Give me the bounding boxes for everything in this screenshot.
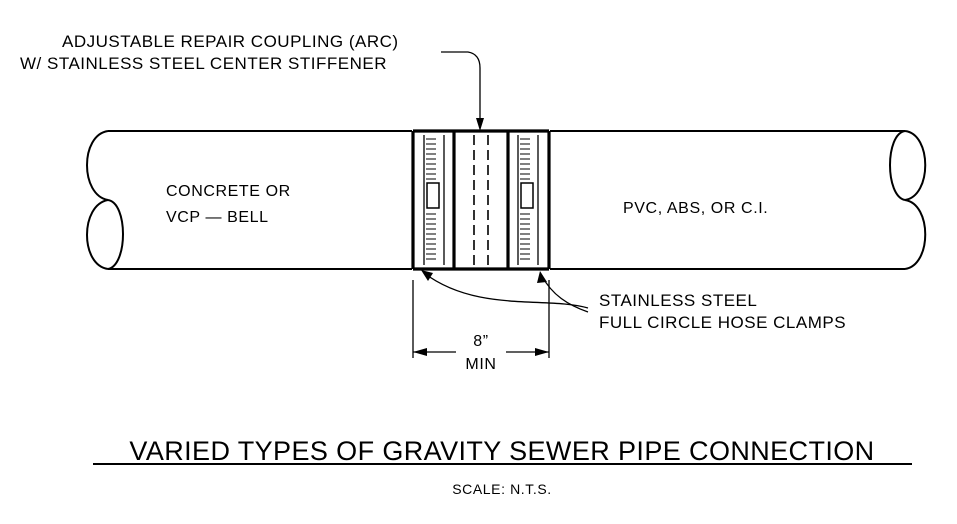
clamp-label-line2: FULL CIRCLE HOSE CLAMPS [599, 313, 846, 332]
dimension-note: MIN [465, 356, 496, 373]
left-hose-clamp [423, 135, 445, 265]
dimension-8in [412, 280, 550, 358]
dimension-value: 8” [473, 333, 488, 350]
center-stiffener [473, 135, 489, 265]
right-pipe-label: PVC, ABS, OR C.I. [623, 200, 768, 217]
left-clamp-screw-housing [426, 182, 440, 209]
coupling-leader-arrow [476, 118, 484, 131]
right-clamp-screw-housing [520, 182, 534, 209]
left-pipe-label-line2: VCP — BELL [166, 209, 269, 226]
clamp-label-line1: STAINLESS STEEL [599, 291, 757, 310]
coupling-label-line1: ADJUSTABLE REPAIR COUPLING (ARC) [62, 32, 399, 51]
drawing-scale: SCALE: N.T.S. [452, 481, 552, 497]
right-hose-clamp [517, 135, 539, 265]
left-pipe-label-line1: CONCRETE OR [166, 183, 291, 200]
clamp-leader-right-arrow [537, 271, 547, 283]
pipe-body [108, 130, 905, 270]
coupling-leader [441, 51, 481, 128]
repair-coupling [411, 129, 551, 271]
right-pipe-break-inner [889, 130, 906, 201]
left-pipe-break [86, 130, 109, 270]
right-pipe-break [904, 130, 927, 270]
clamp-leader-left-arrow [421, 270, 433, 281]
clamp-leader-left [423, 272, 589, 309]
coupling-label-line2: W/ STAINLESS STEEL CENTER STIFFENER [20, 54, 387, 73]
drawing-title: VARIED TYPES OF GRAVITY SEWER PIPE CONNE… [129, 436, 874, 466]
left-pipe-break-inner [107, 199, 124, 270]
